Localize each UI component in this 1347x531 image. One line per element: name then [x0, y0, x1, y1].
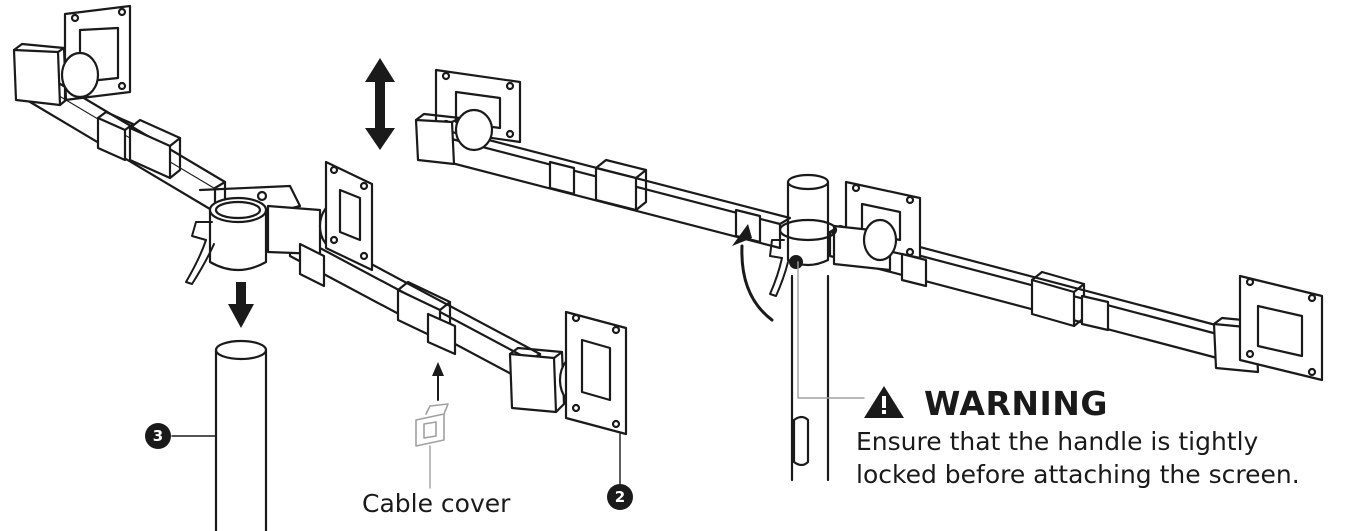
pole-step-badge: 3 — [145, 423, 171, 449]
right-center-pole — [778, 173, 838, 482]
vesa-step-badge: 2 — [607, 484, 633, 510]
left-upper-joint-1 — [96, 110, 135, 162]
right-center-short-arm — [832, 218, 898, 272]
right-left-joint-1 — [548, 160, 576, 196]
right-left-end-cap — [414, 108, 494, 166]
rotation-arrow-icon — [732, 224, 774, 322]
vertical-double-arrow-icon — [365, 58, 395, 150]
right-right-joint-3 — [1080, 294, 1110, 332]
right-collar-handle — [769, 239, 803, 297]
warning-leader-line — [797, 261, 865, 399]
right-left-joint-2 — [594, 158, 648, 212]
left-collar-handle — [185, 221, 215, 285]
right-right-joint-1 — [900, 252, 928, 288]
left-center-collar — [198, 184, 302, 272]
cable-cover-label: Cable cover — [362, 489, 511, 518]
left-lower-joint-3 — [426, 312, 457, 356]
left-pole — [214, 339, 268, 531]
warning-message-line-1: Ensure that the handle is tightly — [856, 427, 1259, 456]
left-upper-joint-2 — [128, 118, 182, 180]
warning-title: WARNING — [924, 384, 1108, 423]
warning-message-line-2: locked before attaching the screen. — [856, 460, 1300, 489]
down-arrow-icon — [228, 282, 254, 328]
left-center-vesa-plate — [324, 160, 374, 272]
left-lower-vesa-plate — [564, 310, 628, 436]
right-right-vesa-plate — [1238, 274, 1324, 382]
left-lower-joint-1 — [298, 242, 326, 288]
cable-cover-part — [415, 403, 449, 447]
up-arrow-icon — [432, 362, 444, 401]
right-arm-assembly — [414, 68, 1324, 482]
warning-triangle-icon — [864, 386, 904, 418]
left-far-end-cap — [12, 42, 100, 107]
right-right-joint-2 — [1030, 270, 1086, 328]
left-arm-assembly — [12, 4, 628, 531]
